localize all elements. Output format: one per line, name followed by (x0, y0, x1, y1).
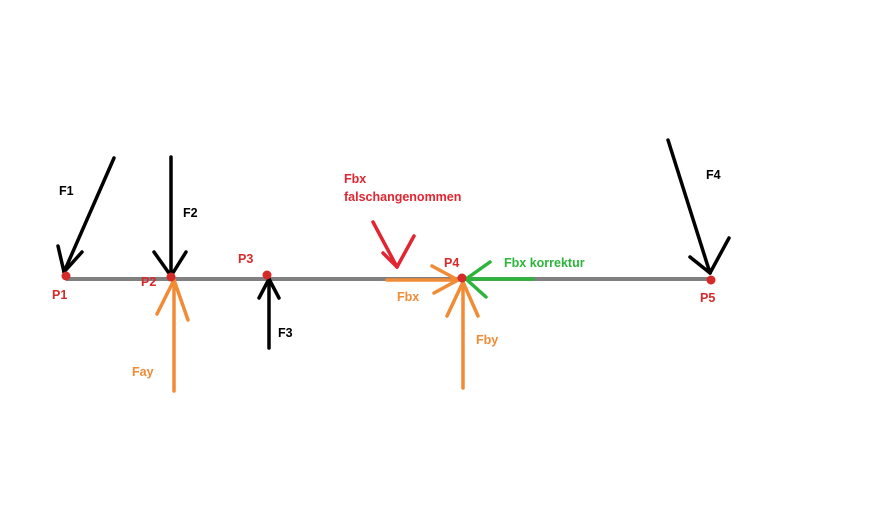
reaction-fay-arrow (155, 278, 190, 393)
point-p5 (706, 275, 716, 285)
label-fby: Fby (476, 333, 498, 347)
label-p5: P5 (700, 291, 715, 305)
force-f2-arrow (152, 155, 188, 278)
label-f3: F3 (278, 326, 293, 340)
label-p2: P2 (141, 275, 156, 289)
force-f3-arrow (257, 277, 281, 350)
fbx-wrong-arrow (371, 220, 416, 269)
label-p1: P1 (52, 288, 67, 302)
force-f1-arrow (56, 156, 116, 274)
label-p3: P3 (238, 252, 253, 266)
point-p1 (61, 271, 71, 281)
label-f4: F4 (706, 168, 721, 182)
label-p4: P4 (444, 256, 459, 270)
fbx-correction-arrow (464, 260, 535, 299)
label-fbx-wrong-line1: Fbx (344, 172, 366, 186)
label-fbx-correction: Fbx korrektur (504, 256, 585, 270)
point-p2 (166, 272, 176, 282)
reaction-fby-arrow (445, 280, 480, 390)
label-fay: Fay (132, 365, 154, 379)
point-p4 (457, 273, 467, 283)
force-f4-arrow (666, 138, 731, 275)
label-fbx-wrong-line2: falschangenommen (344, 190, 461, 204)
label-f1: F1 (59, 184, 74, 198)
label-fbx: Fbx (397, 290, 419, 304)
point-p3 (262, 270, 272, 280)
reaction-fbx-arrow (385, 264, 460, 295)
label-f2: F2 (183, 206, 198, 220)
